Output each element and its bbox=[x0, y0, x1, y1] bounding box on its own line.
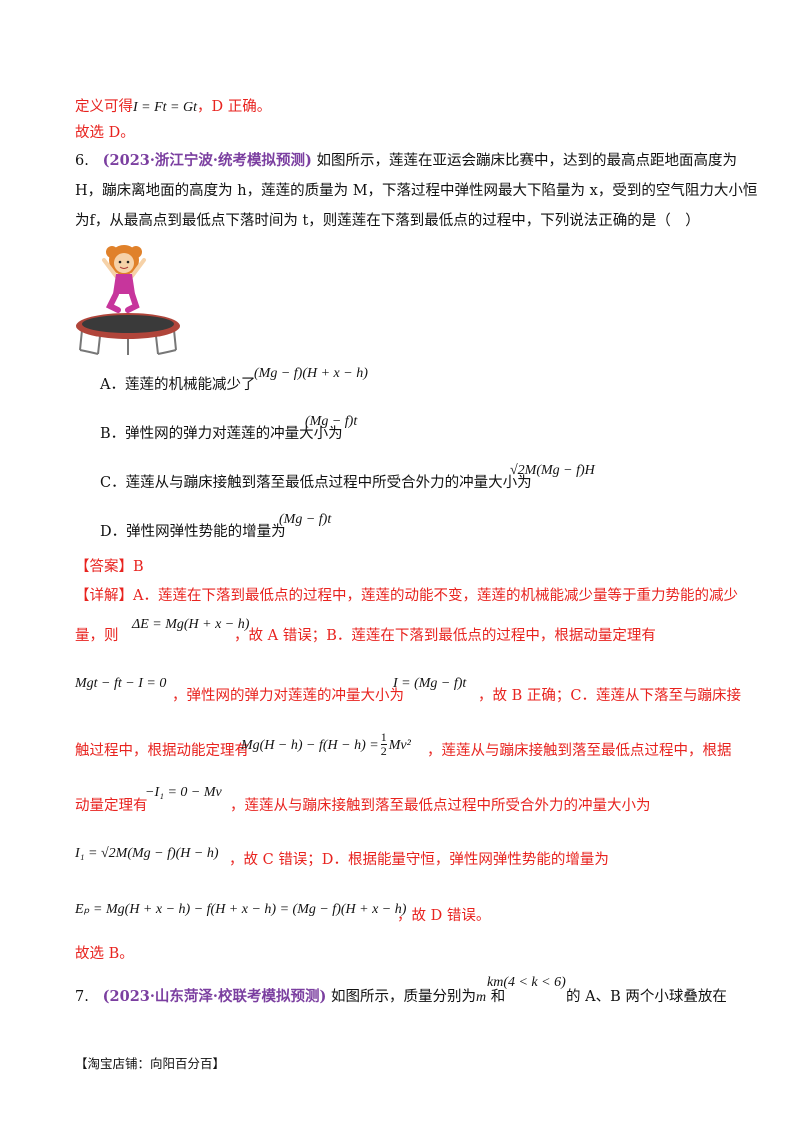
answer-value: B bbox=[133, 559, 144, 575]
carryover-prefix: 定义可得 bbox=[75, 99, 133, 115]
detail-text-1: A．莲莲在下落到最低点的过程中，莲莲的动能不变，莲莲的机械能减少量等于重力势能的… bbox=[133, 588, 738, 604]
q6-option-d-text: D．弹性网弹性势能的增量为 bbox=[100, 524, 286, 540]
formula-ke-left: Mg(H − h) − f(H − h) = bbox=[241, 738, 379, 753]
formula-elastic-energy: Eₚ = Mg(H + x − h) − f(H + x − h) = (Mg … bbox=[75, 902, 407, 917]
q6-source: (2023·浙江宁波·统考模拟预测) bbox=[102, 152, 312, 169]
q6-stem-1: 如图所示，莲莲在亚运会蹦床比赛中，达到的最高点距地面高度为 bbox=[316, 153, 737, 169]
q6-option-b[interactable]: B．弹性网的弹力对莲莲的冲量大小为 bbox=[100, 424, 343, 444]
q7-and: 和 bbox=[490, 989, 506, 1005]
q6-stem-line2: H，蹦床离地面的高度为 h，莲莲的质量为 M，下落过程中弹性网最大下陷量为 x，… bbox=[75, 183, 758, 199]
q6-option-a-formula: (Mg − f)(H + x − h) bbox=[254, 366, 368, 381]
q6-option-a-text: A．莲莲的机械能减少了 bbox=[100, 377, 256, 393]
fraction-denominator: 2 bbox=[380, 744, 387, 758]
formula-momentum: Mgt − ft − I = 0 bbox=[75, 676, 167, 691]
formula-impulse-1: −I₁ = 0 − Mv bbox=[145, 785, 222, 800]
footer-shop: 【淘宝店铺：向阳百分百】 bbox=[75, 1056, 226, 1071]
formula-ke-right: Mv² bbox=[388, 738, 411, 753]
detail-line4a: 触过程中，根据动能定理有 bbox=[75, 743, 249, 759]
carryover-suffix: ，D 正确。 bbox=[197, 99, 272, 115]
detail-line2b: ，故 A 错误；B．莲莲在下落到最低点的过程中，根据动量定理有 bbox=[234, 628, 656, 644]
q7-stem-a: 如图所示，质量分别为 bbox=[330, 989, 476, 1005]
carryover-line: 定义可得I = Ft = Gt，D 正确。 bbox=[75, 97, 271, 118]
detail-line3b: ，故 B 正确；C．莲莲从下落至与蹦床接 bbox=[478, 688, 741, 704]
q7-mass-m: m bbox=[475, 990, 487, 1005]
detail-label: 【详解】 bbox=[75, 588, 133, 604]
q7-mass-km: km(4 < k < 6) bbox=[487, 975, 566, 990]
detail-line7b: ，故 D 错误。 bbox=[397, 908, 491, 924]
answer-line: 【答案】B bbox=[75, 557, 144, 577]
detail-line5a: 动量定理有 bbox=[75, 798, 148, 814]
formula-impulse-1-value: I₁ = √2M(Mg − f)(H − h) bbox=[75, 846, 219, 861]
q6-option-b-formula: (Mg − f)t bbox=[305, 414, 358, 429]
carryover-conclusion: 故选 D。 bbox=[75, 125, 135, 141]
q6-option-c[interactable]: C．莲莲从与蹦床接触到落至最低点过程中所受合外力的冲量大小为 bbox=[100, 473, 532, 493]
detail-line2a: 量，则 bbox=[75, 628, 119, 644]
formula-delta-e: ΔE = Mg(H + x − h) bbox=[132, 617, 250, 632]
answer-label: 【答案】 bbox=[75, 559, 133, 575]
detail-line6b: ，故 C 错误；D．根据能量守恒，弹性网弹性势能的增量为 bbox=[229, 852, 609, 868]
trampoline-illustration bbox=[76, 245, 180, 355]
carryover-formula: I = Ft = Gt bbox=[133, 100, 197, 115]
detail-line4b: ，莲莲从与蹦床接触到落至最低点过程中，根据 bbox=[427, 743, 732, 759]
q7-stem: 7. (2023·山东菏泽·校联考模拟预测) 如图所示，质量分别为m 和 bbox=[75, 987, 505, 1008]
q6-option-a[interactable]: A．莲莲的机械能减少了 bbox=[100, 375, 255, 395]
detail-line5b: ，莲莲从与蹦床接触到落至最低点过程中所受合外力的冲量大小为 bbox=[230, 798, 651, 814]
detail-line1: 【详解】A．莲莲在下落到最低点的过程中，莲莲的动能不变，莲莲的机械能减少量等于重… bbox=[75, 586, 738, 606]
detail-conclusion: 故选 B。 bbox=[75, 946, 134, 962]
detail-line3a: ，弹性网的弹力对莲莲的冲量大小为 bbox=[172, 688, 404, 704]
q7-source: (2023·山东菏泽·校联考模拟预测) bbox=[102, 988, 327, 1005]
q6-option-d[interactable]: D．弹性网弹性势能的增量为 bbox=[100, 522, 286, 542]
q6-stem-line3: 为f，从最高点到最低点下落时间为 t，则莲莲在下落到最低点的过程中，下列说法正确… bbox=[75, 213, 700, 229]
q6-option-b-text: B．弹性网的弹力对莲莲的冲量大小为 bbox=[100, 426, 343, 442]
fraction-numerator: 1 bbox=[380, 730, 387, 744]
q6-option-c-text: C．莲莲从与蹦床接触到落至最低点过程中所受合外力的冲量大小为 bbox=[100, 475, 532, 491]
q6-number: 6. bbox=[75, 153, 89, 169]
formula-impulse: I = (Mg − f)t bbox=[393, 676, 467, 691]
q6-option-d-formula: (Mg − f)t bbox=[279, 512, 332, 527]
q7-number: 7. bbox=[75, 989, 89, 1005]
q6-option-c-formula: √2M(Mg − f)H bbox=[510, 463, 595, 478]
q7-stem-b: 的 A、B 两个小球叠放在 bbox=[566, 989, 727, 1005]
q6-stem-line1: 6. (2023·浙江宁波·统考模拟预测) 如图所示，莲莲在亚运会蹦床比赛中，达… bbox=[75, 151, 737, 171]
